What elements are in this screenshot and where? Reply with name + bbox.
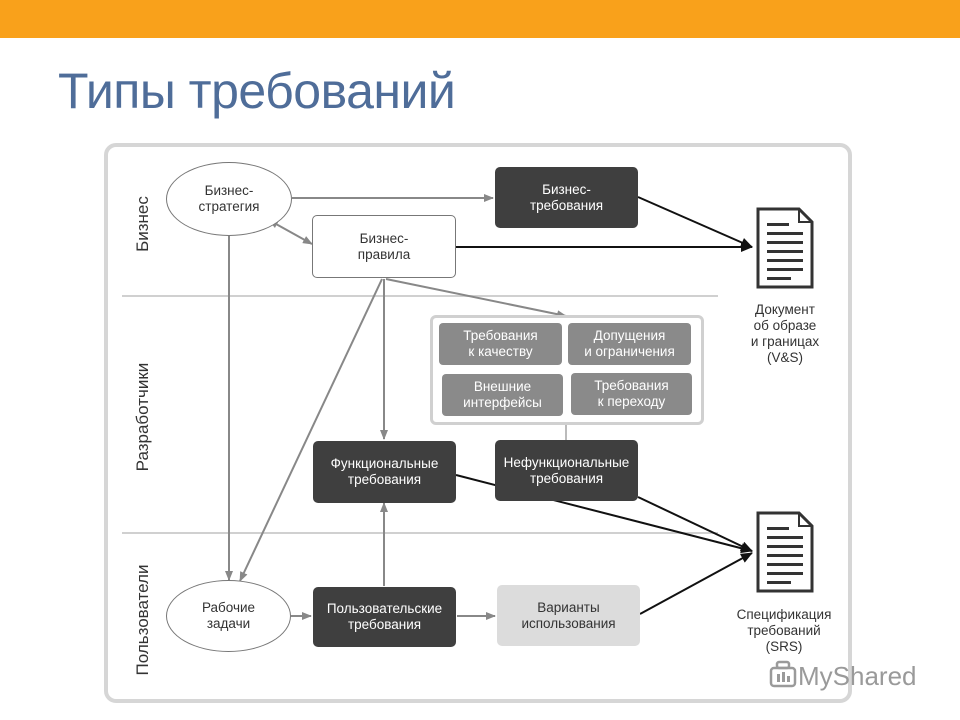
lane-separator-developers [122,532,718,534]
watermark-logo: MyShared [768,660,917,692]
node-functional-requirements: Функциональные требования [313,441,456,503]
node-quality-requirements: Требования к качеству [439,323,562,365]
watermark-icon [769,660,797,688]
node-nonfunctional-requirements: Нефункциональные требования [495,440,638,501]
edge-usecases-to-srs [639,552,753,615]
node-transition-requirements: Требования к переходу [571,373,692,415]
edge-bizreq-to-vs [637,196,753,248]
node-business-strategy: Бизнес- стратегия [166,162,292,236]
node-assumptions-constraints: Допущения и ограничения [568,323,691,365]
node-external-interfaces: Внешние интерфейсы [442,374,563,416]
node-use-cases: Варианты использования [497,585,640,646]
node-work-tasks: Рабочие задачи [166,580,291,652]
document-label-srs: Спецификация требований (SRS) [736,607,832,654]
top-accent-bar [0,0,960,38]
lane-separator-business [122,295,718,297]
document-icon-srs [756,511,814,593]
node-user-requirements: Пользовательские требования [313,587,456,647]
slide-title: Типы требований [58,63,456,119]
edge-nonfunctional-to-srs [637,496,753,552]
edge-rules-to-nfgroup [385,278,567,319]
node-business-rules: Бизнес- правила [312,215,456,278]
watermark-text: MyShared [798,661,917,691]
edge-strategy-rules [268,219,313,245]
edge-rules-to-tasks [239,278,383,582]
document-label-vs: Документ об образе и границах (V&S) [750,302,820,365]
node-business-requirements: Бизнес- требования [495,167,638,228]
document-icon-vs [756,207,814,289]
